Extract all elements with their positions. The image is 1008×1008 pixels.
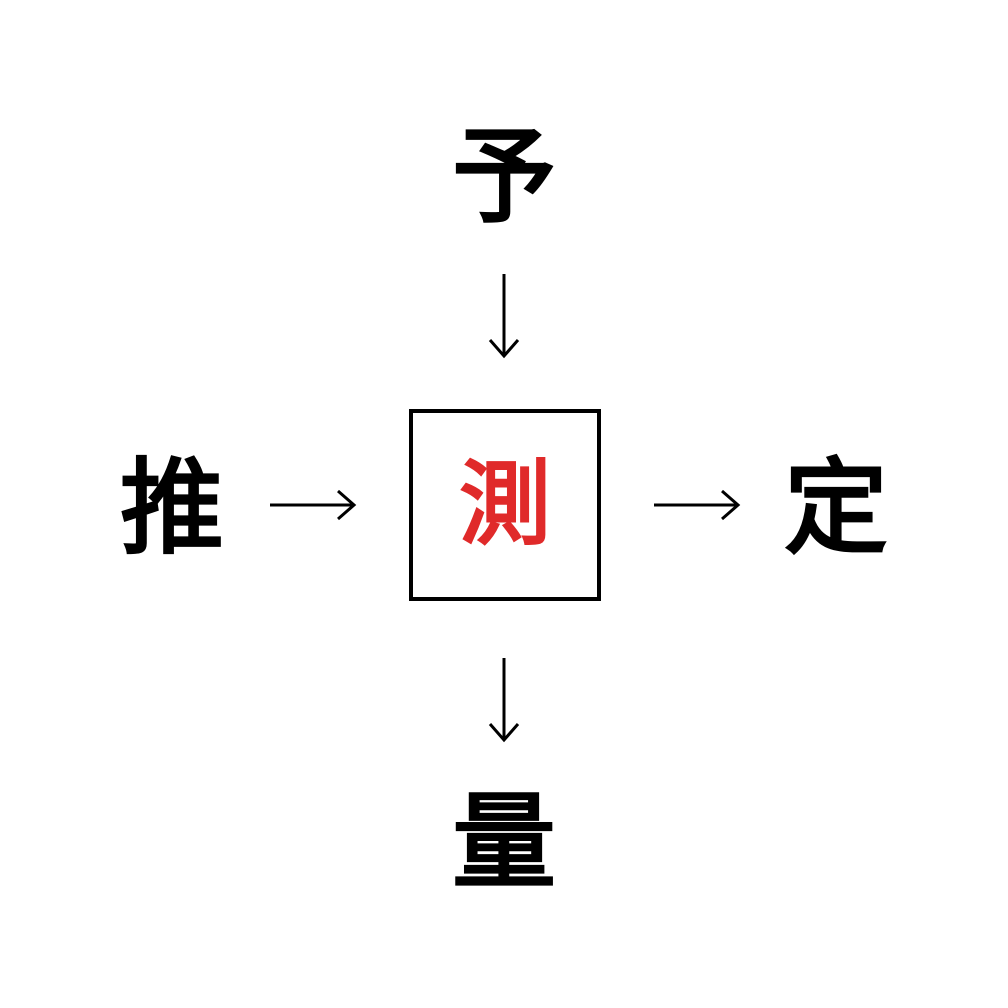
arrow-right-icon bbox=[654, 489, 741, 521]
answer-char: 測 bbox=[458, 451, 551, 558]
clue-left-char: 推 bbox=[119, 447, 224, 569]
clue-bottom-char: 量 bbox=[451, 781, 556, 903]
arrow-down-icon bbox=[488, 274, 520, 359]
clue-right-char: 定 bbox=[783, 447, 888, 569]
arrow-down-icon bbox=[488, 658, 520, 743]
clue-top-char: 予 bbox=[451, 116, 556, 238]
answer-box: 測 bbox=[409, 409, 601, 601]
arrow-right-icon bbox=[270, 489, 357, 521]
